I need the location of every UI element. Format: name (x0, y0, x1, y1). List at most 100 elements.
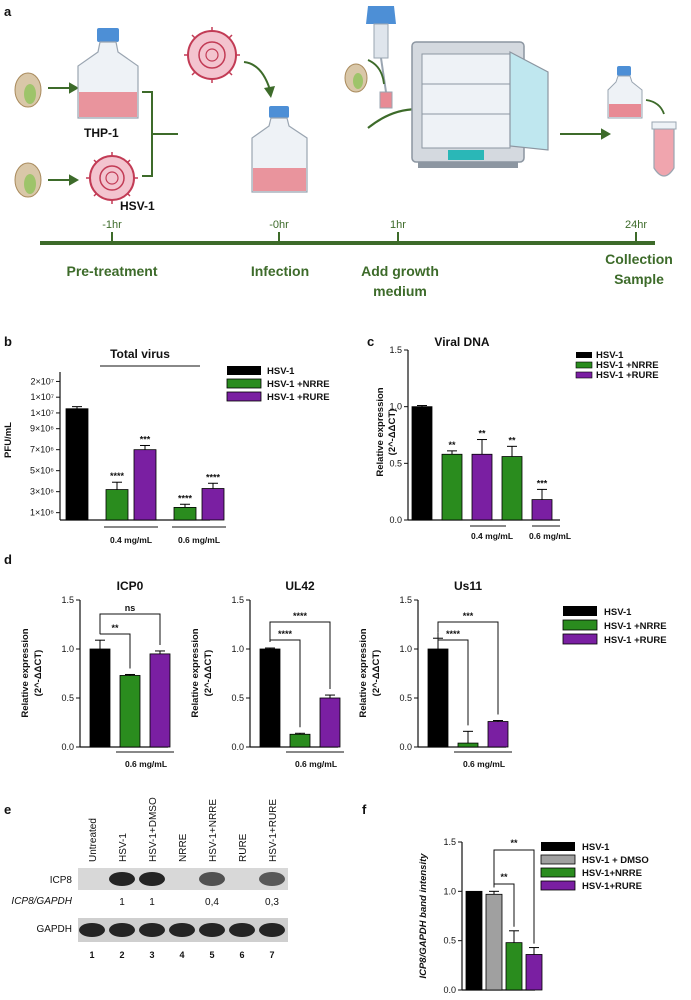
chart-viral-dna: c Viral DNA Relative expression (2^-ΔΔCT… (367, 334, 659, 541)
icp8-bands (109, 872, 285, 886)
legend-label: HSV-1+RURE (582, 881, 642, 892)
panel-letter-e: e (4, 802, 11, 817)
y-tick-label: 1.0 (399, 644, 412, 654)
significance-label: *** (140, 434, 151, 444)
y-tick-label: 1.0 (61, 644, 74, 654)
legend-swatch (576, 352, 592, 358)
y-axis-label: ICP8/GAPDH band intensity (418, 853, 429, 979)
legend-swatch (226, 378, 262, 389)
lane-number: 1 (89, 950, 94, 960)
y-tick-label: 1×10⁶ (30, 508, 54, 518)
group-label: 0.4 mg/mL (110, 535, 152, 545)
legend: HSV-1 HSV-1 +NRRE HSV-1 +RURE (226, 366, 330, 403)
chart-band-intensity: f ICP8/GAPDH band intensity 0.00.51.01.5… (362, 802, 649, 995)
bar (501, 456, 523, 521)
cell-label-thp1: THP-1 (84, 126, 119, 140)
legend-swatch (540, 880, 576, 891)
gapdh-band (109, 923, 135, 937)
y-tick-label: 1.5 (61, 595, 74, 605)
legend-swatch (575, 361, 593, 369)
y-tick-label: 1×10⁷ (30, 408, 54, 418)
lane-label: Untreated (88, 818, 99, 862)
stage-label: Collection (605, 251, 673, 267)
stage-label: Add growth (361, 263, 439, 279)
y-tick-label: 2×10⁷ (30, 376, 54, 386)
bar (105, 489, 129, 521)
bar (457, 742, 479, 748)
legend-label: HSV-1 +NRRE (267, 379, 330, 390)
y-tick-label: 0.5 (231, 693, 244, 703)
panel-letter-b: b (4, 334, 12, 349)
lane-label: HSV-1+RURE (268, 799, 279, 862)
group-label: 0.6 mg/mL (529, 531, 571, 541)
y-axis-label-unit: (2^-ΔΔCT) (387, 409, 398, 456)
significance-label: ** (500, 872, 508, 882)
y-axis-label: Relative expression (358, 628, 369, 717)
y-tick-label: 1.5 (443, 837, 456, 847)
icp8-band (109, 872, 135, 886)
significance-label: **** (278, 629, 293, 639)
bar (487, 721, 509, 748)
significance-label: **** (293, 611, 308, 621)
lane-label: RURE (238, 833, 249, 862)
legend-label: HSV-1 (582, 842, 610, 853)
legend-label: HSV-1 (267, 366, 295, 377)
bar-series: 0.00.51.01.5**** (443, 837, 543, 995)
bar (427, 648, 449, 748)
gapdh-band (199, 923, 225, 937)
time-label: -0hr (269, 219, 289, 231)
ratio-value: 1 (149, 897, 155, 908)
y-tick-label: 7×10⁶ (30, 445, 54, 455)
significance-label: ** (478, 429, 486, 439)
ratio-value: 0,4 (205, 897, 219, 908)
legend-swatch (562, 633, 598, 645)
row-label-gapdh: GAPDH (36, 924, 72, 935)
time-label: -1hr (102, 219, 122, 231)
significance-label: **** (446, 629, 461, 639)
pipette-icon (366, 6, 396, 109)
significance-label: ** (510, 838, 518, 848)
y-axis-label: Relative expression (375, 387, 386, 476)
arrow-icon (560, 128, 612, 140)
panel-letter-c: c (367, 334, 374, 349)
lane-number: 2 (119, 950, 124, 960)
lane-label: NRRE (178, 833, 189, 862)
legend-swatch (563, 606, 597, 616)
pistachio-icon (344, 63, 368, 93)
lane-number: 6 (239, 950, 244, 960)
significance-label: *** (463, 611, 474, 621)
significance-label: **** (110, 471, 125, 481)
lane-label: HSV-1+DMSO (148, 797, 159, 862)
flask-icon (251, 106, 308, 193)
y-axis-label-unit: (2^-ΔΔCT) (203, 650, 214, 697)
stage-label: Infection (251, 263, 309, 279)
y-tick-label: 1.5 (231, 595, 244, 605)
significance-label: *** (537, 478, 548, 488)
time-label: 24hr (625, 219, 647, 231)
pistachio-icon (14, 72, 42, 108)
incubator-icon (411, 41, 549, 168)
group-label: 0.6 mg/mL (178, 535, 220, 545)
significance-label: ** (448, 440, 456, 450)
legend-swatch (541, 842, 575, 851)
bar (319, 697, 341, 748)
gapdh-band (229, 923, 255, 937)
merge-bracket (142, 91, 178, 177)
legend-label: HSV-1 (596, 350, 624, 361)
timeline-ticks (111, 232, 637, 243)
significance-label: ** (508, 435, 516, 445)
y-axis-label-unit: (2^-ΔΔCT) (33, 650, 44, 697)
legend-swatch (540, 867, 576, 878)
y-tick-label: 0.5 (389, 458, 402, 468)
y-tick-label: 1.0 (389, 402, 402, 412)
y-tick-label: 0.5 (443, 936, 456, 946)
y-axis-label: Relative expression (190, 628, 201, 717)
arrow-icon (48, 82, 80, 186)
significance-bracket (437, 621, 499, 715)
